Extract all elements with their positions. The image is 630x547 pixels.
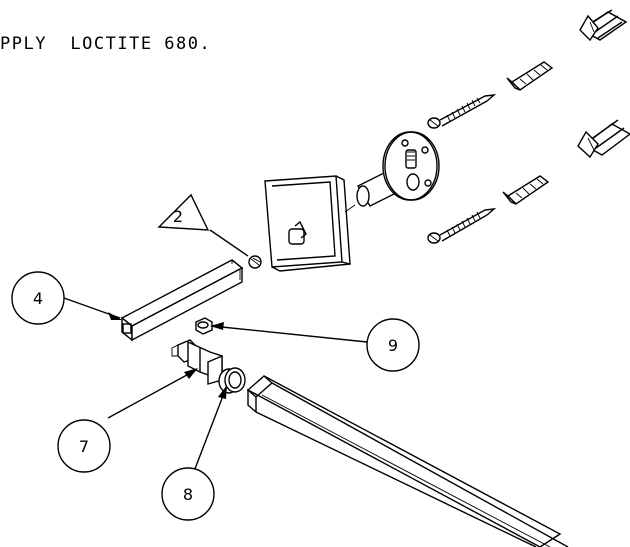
wall-flange xyxy=(344,131,440,213)
washer-rings xyxy=(218,367,246,394)
balloon-4-label: 4 xyxy=(33,289,43,308)
balloon-8-label: 8 xyxy=(183,485,193,504)
assembly-note: PPLY LOCTITE 680. xyxy=(0,34,212,54)
balloon-9-label: 9 xyxy=(388,336,398,355)
wood-screw-upper xyxy=(427,94,497,129)
square-spindle xyxy=(120,259,244,342)
set-screw xyxy=(248,255,262,269)
square-rail xyxy=(246,375,569,547)
balloon-4: 4 xyxy=(11,271,65,325)
wall-plug-upper xyxy=(506,61,554,91)
latch-connector xyxy=(171,339,223,385)
wall-anchor-top xyxy=(579,9,628,42)
balloon-7-label: 7 xyxy=(79,437,89,456)
wall-plug-lower xyxy=(502,175,550,205)
balloon-8: 8 xyxy=(161,467,215,521)
wood-screw-lower xyxy=(427,208,497,244)
wall-anchor-middle xyxy=(577,119,630,159)
hex-nut xyxy=(195,317,213,335)
leader-lines xyxy=(63,229,368,475)
triangle-callout-2: 2 xyxy=(157,193,210,231)
square-escutcheon xyxy=(264,175,351,272)
triangle-callout-2-label: 2 xyxy=(173,207,183,226)
balloon-9: 9 xyxy=(366,318,420,372)
balloon-7: 7 xyxy=(57,419,111,473)
